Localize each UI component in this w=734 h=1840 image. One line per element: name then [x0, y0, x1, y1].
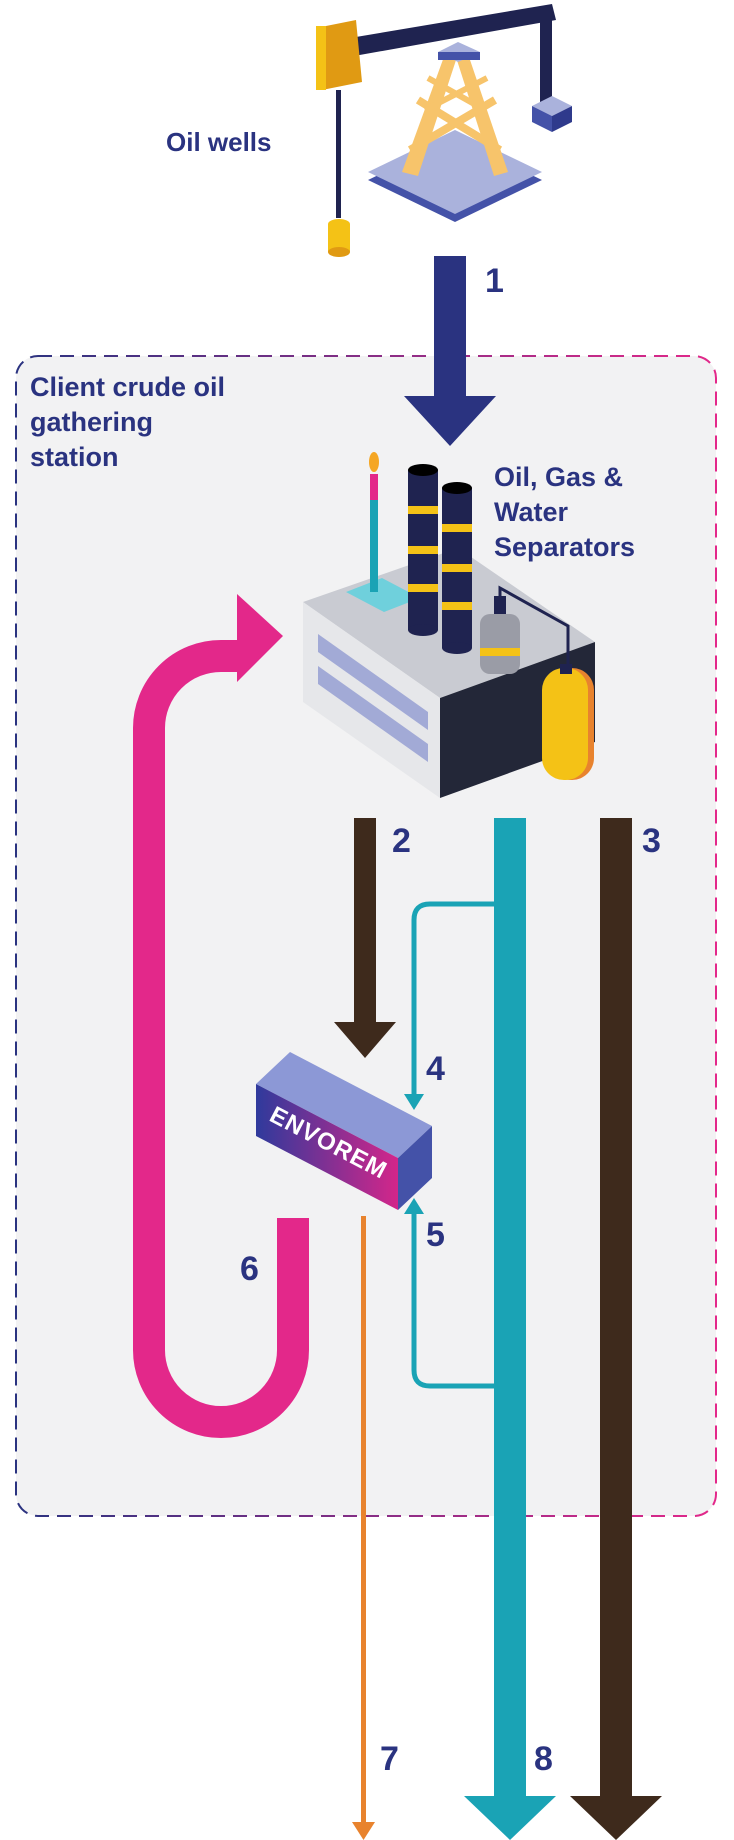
flow-arrow-2	[334, 818, 396, 1058]
flow-arrow-3	[570, 818, 662, 1840]
flow-number-1: 1	[485, 262, 504, 300]
flow-line-4	[404, 901, 494, 1110]
flow-line-5	[404, 1198, 494, 1389]
separator-building-icon	[303, 452, 595, 798]
flow-arrow-8	[464, 818, 556, 1840]
flow-number-4: 4	[426, 1050, 445, 1088]
flow-number-5: 5	[426, 1216, 445, 1254]
flow-arrow-1	[404, 256, 496, 446]
separators-label: Oil, Gas & Water Separators	[494, 462, 636, 563]
oil-well-icon	[316, 4, 572, 257]
recirculation-arrowhead	[237, 594, 283, 682]
flow-number-2: 2	[392, 822, 411, 860]
recirculation-loop-6	[133, 640, 309, 1438]
oil-wells-label: Oil wells	[166, 127, 272, 157]
flow-number-6: 6	[240, 1250, 259, 1288]
envorem-unit-icon: ENVOREM	[256, 1052, 432, 1210]
flow-line-7	[352, 1216, 375, 1840]
flow-number-7: 7	[380, 1740, 399, 1778]
flow-number-8: 8	[534, 1740, 553, 1778]
flow-number-3: 3	[642, 822, 661, 860]
station-label: Client crude oil gathering station	[30, 372, 226, 473]
